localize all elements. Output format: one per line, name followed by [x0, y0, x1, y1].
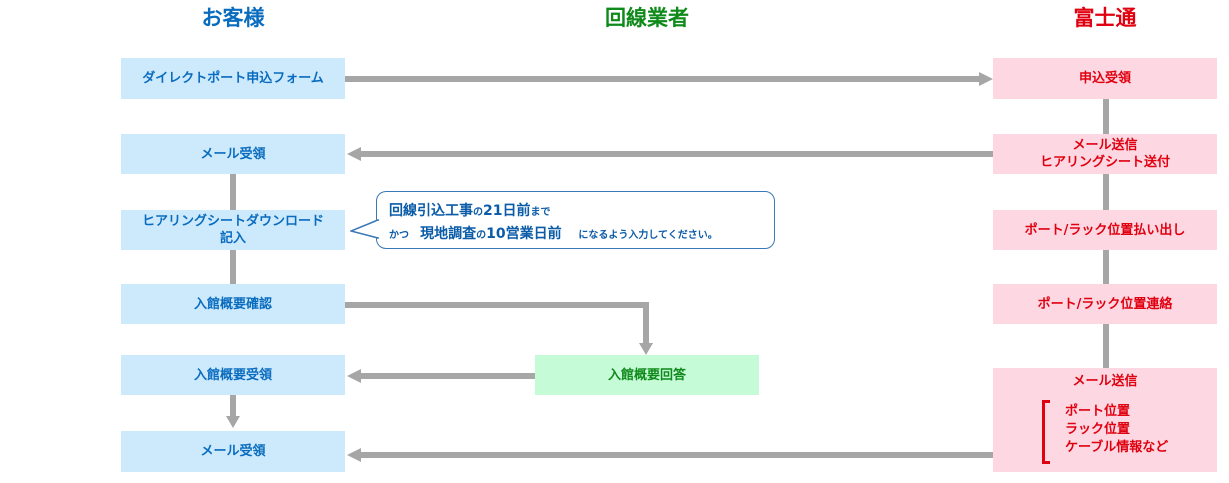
- callout-text: 21日前: [483, 203, 531, 219]
- step-label: ポート/ラック位置連絡: [1037, 296, 1173, 312]
- callout-pointer-icon: [350, 218, 380, 239]
- deadline-callout: 回線引込工事の21日前まで かつ 現地調査の10営業日前 になるよう入力してくだ…: [376, 191, 775, 249]
- connector-customer-3-4: [230, 250, 236, 284]
- callout-line-2: かつ 現地調査の10営業日前 になるよう入力してください。: [389, 223, 774, 246]
- arrow-final-mail-to-customer: [360, 452, 993, 458]
- callout-text: 現地調査: [420, 226, 477, 242]
- arrow-vendor-to-customer: [360, 373, 535, 379]
- step-label: メール送信: [1072, 138, 1138, 153]
- step-final-mail-send: メール送信: [993, 368, 1217, 472]
- lane-title-fujitsu: 富士通: [1073, 6, 1137, 30]
- callout-text: 回線引込工事: [389, 203, 473, 219]
- connector-customer-2-3: [230, 174, 236, 210]
- step-port-rack-assign: ポート/ラック位置払い出し: [993, 210, 1217, 250]
- step-label: メール受領: [200, 146, 266, 162]
- detail-item: ラック位置: [1065, 422, 1131, 437]
- arrow-confirm-to-vendor: [345, 302, 649, 308]
- callout-text: 10営業日前: [486, 226, 562, 242]
- step-label: 入館概要回答: [607, 367, 686, 383]
- step-final-mail-received: メール受領: [121, 431, 345, 472]
- bracket-icon: [1042, 400, 1050, 464]
- callout-text: の: [473, 207, 483, 218]
- step-label: ダイレクトポート申込フォーム: [142, 71, 324, 86]
- connector-customer-5-6: [230, 395, 236, 417]
- step-entry-overview-answer: 入館概要回答: [535, 355, 759, 395]
- callout-text: になるよう入力してください。: [578, 230, 718, 241]
- step-label: 申込受領: [1078, 71, 1131, 86]
- arrowhead-left: [347, 448, 361, 462]
- arrowhead-left: [347, 369, 361, 383]
- arrowhead-right: [979, 72, 993, 86]
- step-entry-overview-check: 入館概要確認: [121, 284, 345, 324]
- step-label: メール受領: [200, 444, 266, 459]
- callout-line-1: 回線引込工事の21日前まで: [389, 200, 774, 223]
- step-port-rack-notify: ポート/ラック位置連絡: [993, 284, 1217, 324]
- step-label-2: ヒアリングシート送付: [1039, 155, 1170, 170]
- detail-item: ケーブル情報など: [1065, 440, 1169, 455]
- connector-fujitsu-4-5: [1103, 324, 1109, 368]
- step-application-received: 申込受領: [993, 58, 1217, 99]
- arrow-form-to-receipt: [345, 76, 981, 82]
- step-label: ヒアリングシートダウンロード: [141, 214, 324, 229]
- step-label-2: 記入: [219, 231, 246, 246]
- connector-fujitsu-2-3: [1103, 174, 1109, 210]
- step-label: メール送信: [1072, 374, 1138, 389]
- callout-text: の: [476, 230, 487, 241]
- arrowhead-left: [347, 147, 361, 161]
- mail-details-list: ポート位置 ラック位置 ケーブル情報など: [1065, 403, 1168, 457]
- arrowhead-down-customer: [226, 416, 240, 428]
- callout-text: かつ: [389, 230, 409, 241]
- detail-item: ポート位置: [1065, 404, 1131, 419]
- step-label: 入館概要受領: [193, 367, 272, 383]
- step-customer-mail-received: メール受領: [121, 134, 345, 174]
- step-label: 入館概要確認: [193, 296, 272, 312]
- lane-title-customer: お客様: [201, 6, 265, 30]
- step-label: ポート/ラック位置払い出し: [1024, 222, 1186, 238]
- arrow-mail-to-customer: [360, 151, 993, 157]
- step-hearing-sheet-download: ヒアリングシートダウンロード 記入: [121, 210, 345, 250]
- connector-fujitsu-3-4: [1103, 250, 1109, 284]
- arrowhead-down-vendor: [639, 343, 653, 355]
- connector-fujitsu-1-2: [1103, 99, 1109, 134]
- arrow-confirm-down: [643, 302, 649, 344]
- callout-text: まで: [530, 207, 551, 218]
- step-mail-send-hearing-sheet: メール送信 ヒアリングシート送付: [993, 134, 1217, 174]
- step-entry-overview-received: 入館概要受領: [121, 355, 345, 395]
- step-direct-port-form: ダイレクトポート申込フォーム: [121, 58, 345, 99]
- lane-title-vendor: 回線業者: [605, 6, 689, 30]
